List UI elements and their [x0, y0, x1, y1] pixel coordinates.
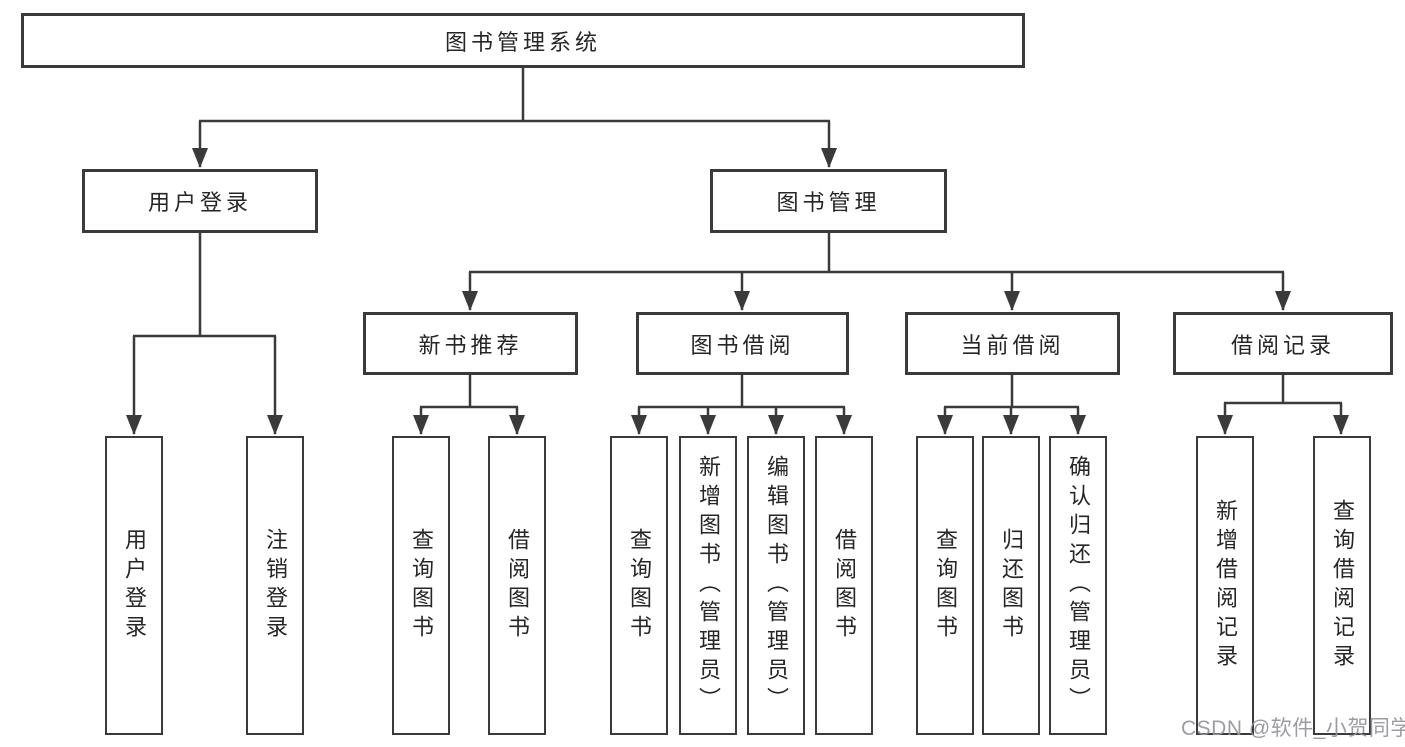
node-label: 图书管理系统 [444, 29, 601, 55]
leaf-records-add-borrow-record: 新增借阅记录 [1196, 436, 1254, 735]
node-label: 确认归还（管理员） [1066, 455, 1091, 716]
node-label: 编辑图书（管理员） [764, 455, 789, 716]
csdn-watermark: CSDN @软件_小贺同学 [1181, 717, 1405, 740]
node-label: 借阅图书 [505, 527, 530, 644]
node-label: 查询图书 [409, 527, 434, 644]
node-library-management-system: 图书管理系统 [21, 13, 1025, 68]
leaf-borrowing-query-books: 查询图书 [610, 436, 668, 735]
node-label: 借阅图书 [832, 527, 857, 644]
leaf-recommend-borrow-books: 借阅图书 [488, 436, 546, 735]
node-book-management: 图书管理 [710, 169, 947, 233]
node-borrowing-records: 借阅记录 [1173, 312, 1393, 375]
node-label: 图书管理 [776, 190, 881, 215]
node-label: 新增图书（管理员） [696, 455, 721, 716]
leaf-current-confirm-return-admin: 确认归还（管理员） [1049, 436, 1107, 735]
leaf-current-return-books: 归还图书 [982, 436, 1040, 735]
leaf-records-query-borrow-record: 查询借阅记录 [1313, 436, 1371, 735]
node-user-login: 用户登录 [82, 169, 318, 233]
leaf-borrowing-add-books-admin: 新增图书（管理员） [679, 436, 737, 735]
leaf-borrowing-edit-books-admin: 编辑图书（管理员） [747, 436, 805, 735]
node-label: 归还图书 [999, 527, 1024, 644]
leaf-logout: 注销登录 [246, 436, 304, 735]
node-label: 新增借阅记录 [1213, 498, 1238, 673]
node-label: 用户登录 [122, 527, 147, 644]
node-label: 注销登录 [263, 527, 288, 644]
node-label: 查询图书 [627, 527, 652, 644]
leaf-user-login: 用户登录 [105, 436, 163, 735]
node-label: 查询图书 [933, 527, 958, 644]
node-current-borrowing: 当前借阅 [905, 312, 1120, 375]
node-label: 图书借阅 [690, 332, 795, 358]
node-book-borrowing: 图书借阅 [636, 312, 849, 375]
node-label: 查询借阅记录 [1330, 498, 1355, 673]
leaf-borrowing-borrow-books: 借阅图书 [815, 436, 873, 735]
node-label: 新书推荐 [418, 332, 523, 358]
node-label: 借阅记录 [1230, 332, 1335, 358]
node-label: 当前借阅 [960, 332, 1065, 358]
leaf-recommend-query-books: 查询图书 [392, 436, 450, 735]
leaf-current-query-books: 查询图书 [916, 436, 974, 735]
node-label: 用户登录 [147, 190, 252, 215]
node-new-book-recommendation: 新书推荐 [363, 312, 578, 375]
